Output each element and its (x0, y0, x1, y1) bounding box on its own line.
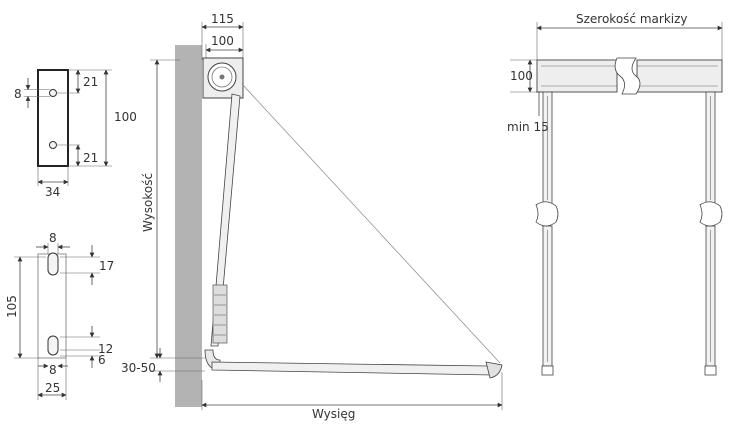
bottom-plate-width: 25 (45, 381, 60, 395)
folding-arm-lower (211, 361, 493, 376)
front-box-height: 100 (510, 69, 533, 83)
awning-width-label: Szerokość markizy (576, 12, 688, 26)
bottom-plate-slot-width-bottom: 8 (49, 363, 57, 377)
fabric-line (241, 83, 501, 364)
bottom-plate-slot-bottom-b: 6 (98, 353, 106, 367)
front-cassette-left (536, 59, 618, 93)
wall (175, 45, 202, 407)
bottom-plate-slot-upper (47, 252, 59, 276)
front-view: Szerokość markizy 100 min 15 (507, 12, 723, 376)
min-clearance-label: min 15 (507, 120, 549, 134)
bottom-plate-slot-width: 8 (49, 231, 57, 245)
top-plate-hole-upper (49, 89, 57, 97)
bottom-plate-slot-lower (47, 335, 59, 356)
bottom-plate-slot-top: 17 (99, 259, 114, 273)
front-bar (485, 361, 503, 379)
top-plate-offset-top: 21 (83, 75, 98, 89)
bottom-plate-slot-bottom-a: 12 (98, 342, 113, 356)
top-plate-body (37, 69, 69, 167)
folding-arm-upper (210, 93, 241, 347)
arm-foot-right (704, 365, 717, 376)
top-plate-offset-bottom: 21 (83, 151, 98, 165)
arm-joint-spring (212, 284, 228, 344)
top-plate-width: 34 (45, 185, 60, 199)
top-plate-hole-lower (49, 141, 57, 149)
arm-break-left (535, 201, 559, 227)
box-inner-width: 100 (211, 34, 234, 48)
side-view: 115 100 Wysokość 30-50 W (121, 12, 503, 421)
bottom-mounting-plate: 8 17 105 12 6 8 25 (5, 231, 114, 400)
arm-break-right (699, 201, 723, 227)
mount-gap-label: 30-50 (121, 361, 156, 375)
cassette-break (614, 57, 641, 95)
front-cassette-right (636, 59, 723, 93)
arm-foot-left (541, 365, 554, 376)
top-plate-hole-diameter: 8 (14, 87, 22, 101)
height-label: Wysokość (141, 173, 155, 232)
box-outer-width: 115 (211, 12, 234, 26)
top-plate-height: 100 (114, 110, 137, 124)
bottom-plate-height: 105 (5, 295, 19, 318)
top-mounting-plate: 8 21 21 100 34 (14, 69, 137, 199)
projection-label: Wysięg (312, 407, 355, 421)
